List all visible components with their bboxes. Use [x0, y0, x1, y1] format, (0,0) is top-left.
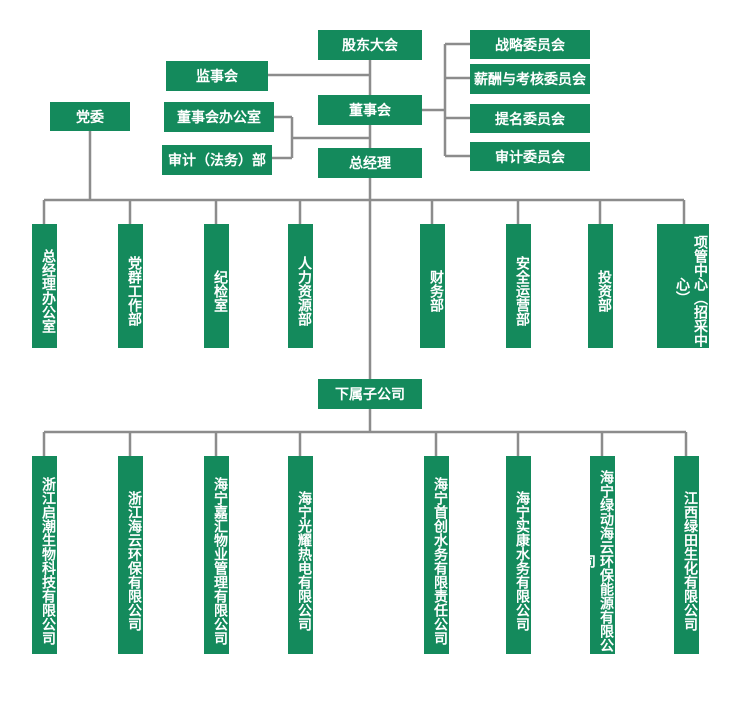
committee-label: 薪酬与考核委员会 [474, 72, 586, 88]
subsidiary-label: 海宁绿动海云环保能源有限公司 [580, 470, 614, 652]
board-of-directors-label: 董事会 [349, 103, 391, 119]
shareholders-meeting-box: 股东大会 [318, 30, 422, 60]
general-manager-label: 总经理 [349, 156, 391, 172]
committee-compensation: 薪酬与考核委员会 [470, 64, 590, 94]
dept-label: 纪检室 [212, 270, 228, 312]
committee-label: 战略委员会 [495, 37, 565, 54]
committee-label: 审计委员会 [495, 149, 565, 166]
dept-label: 财务部 [428, 270, 444, 312]
party-committee-box: 党委 [50, 102, 130, 131]
dept-finance: 财务部 [420, 224, 445, 348]
subsidiary-lvtian-biochem: 江西绿田生化有限公司 [674, 456, 699, 654]
subsidiary-label: 江西绿田生化有限公司 [682, 491, 698, 631]
board-office-box: 董事会办公室 [164, 102, 274, 132]
subsidiary-qichao-bio: 浙江启潮生物科技有限公司 [32, 456, 57, 654]
subsidiary-shikang-water: 海宁实康水务有限公司 [506, 456, 531, 654]
subsidiary-label: 浙江启潮生物科技有限公司 [40, 477, 56, 645]
supervisory-board-label: 监事会 [196, 69, 238, 85]
subsidiary-lvdong-energy: 海宁绿动海云环保能源有限公司 [580, 456, 615, 654]
subsidiary-jiahui-property: 海宁嘉汇物业管理有限公司 [204, 456, 229, 654]
dept-label: 项管中心（招采中心） [674, 235, 708, 347]
subsidiary-label: 浙江海云环保有限公司 [126, 491, 142, 631]
dept-discipline: 纪检室 [204, 224, 229, 348]
dept-gm-office: 总经理办公室 [32, 224, 57, 348]
board-of-directors-box: 董事会 [318, 95, 422, 125]
subsidiary-label: 海宁光耀热电有限公司 [296, 491, 312, 631]
subsidiary-shouchuang-water: 海宁首创水务有限责任公司 [424, 456, 449, 654]
dept-investment: 投资部 [588, 224, 613, 348]
audit-legal-dept-box: 审计（法务）部 [162, 145, 272, 175]
general-manager-box: 总经理 [318, 148, 422, 178]
party-committee-label: 党委 [76, 109, 104, 126]
subsidiary-guangyao-power: 海宁光耀热电有限公司 [288, 456, 313, 654]
committee-nomination: 提名委员会 [470, 104, 590, 133]
supervisory-board-box: 监事会 [166, 61, 268, 91]
subsidiaries-header-label: 下属子公司 [335, 387, 405, 403]
board-office-label: 董事会办公室 [177, 110, 261, 126]
dept-label: 总经理办公室 [40, 249, 56, 333]
subsidiary-haiyun-env: 浙江海云环保有限公司 [118, 456, 143, 654]
dept-label: 党群工作部 [126, 256, 142, 326]
dept-label: 投资部 [596, 270, 612, 312]
dept-label: 人力资源部 [296, 256, 312, 326]
committee-label: 提名委员会 [495, 111, 565, 128]
subsidiary-label: 海宁实康水务有限公司 [514, 491, 530, 631]
dept-party-work: 党群工作部 [118, 224, 143, 348]
dept-label: 安全运营部 [514, 256, 530, 326]
committee-strategy: 战略委员会 [470, 30, 590, 59]
committee-audit: 审计委员会 [470, 142, 590, 171]
subsidiary-label: 海宁首创水务有限责任公司 [432, 477, 448, 645]
subsidiary-label: 海宁嘉汇物业管理有限公司 [212, 477, 228, 645]
dept-safety-ops: 安全运营部 [506, 224, 531, 348]
audit-legal-dept-label: 审计（法务）部 [168, 153, 266, 169]
dept-project-procurement: 项管中心（招采中心） [657, 224, 709, 348]
dept-hr: 人力资源部 [288, 224, 313, 348]
subsidiaries-header-box: 下属子公司 [318, 379, 422, 409]
shareholders-meeting-label: 股东大会 [342, 38, 398, 54]
